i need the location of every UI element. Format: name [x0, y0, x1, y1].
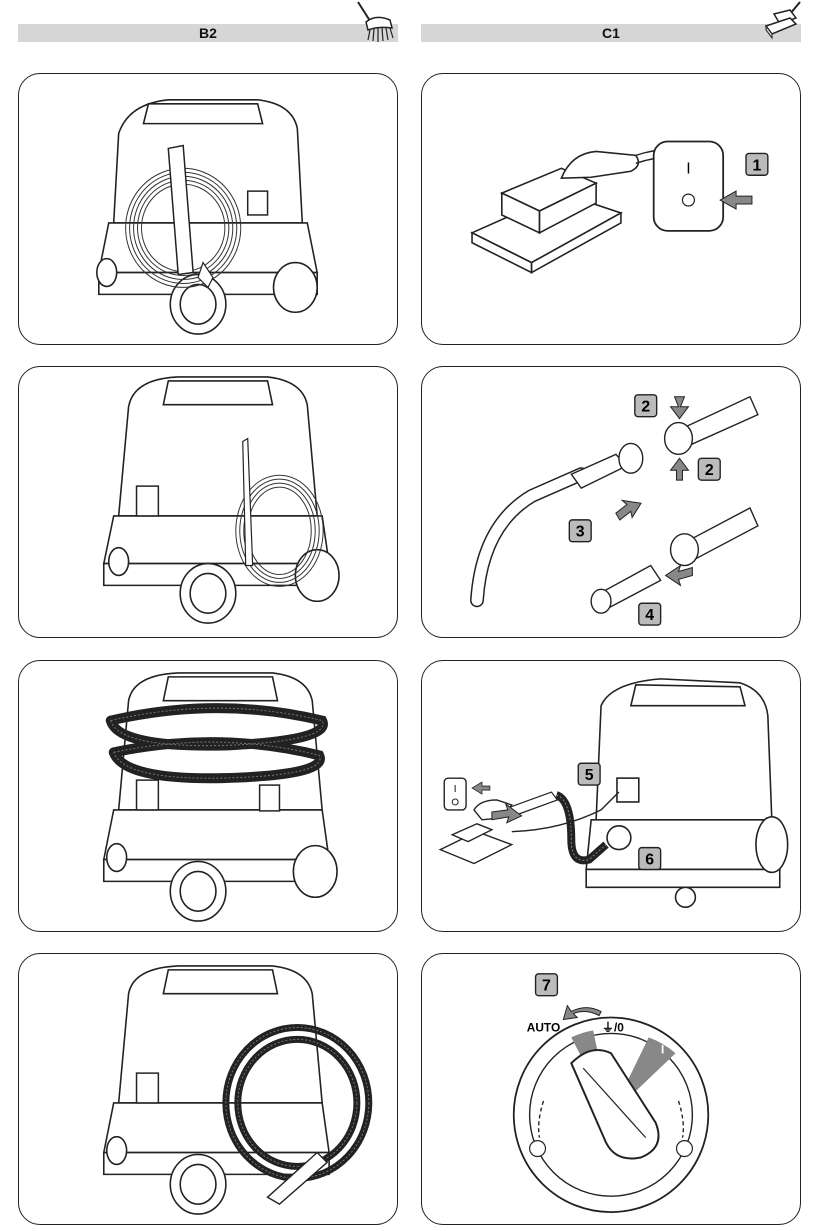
arrow-left-icon	[471, 781, 491, 795]
step-badge-1	[745, 152, 769, 176]
vacuum-socket	[616, 777, 640, 803]
arrow-left-icon	[719, 190, 753, 210]
step-number-1: 1	[752, 157, 761, 174]
selector-dial-illustration: AUTO ⏚/0 I 7	[512, 973, 710, 1213]
mode-label-power: ⏚/0	[602, 1020, 624, 1034]
brush-nozzle-icon	[357, 1, 394, 42]
arrow-push-icon	[664, 564, 693, 587]
sander-switch-illustration: I 1	[470, 140, 769, 274]
vacuum-hose-wrapped-illustration	[102, 672, 338, 922]
switch-on-mark: I	[686, 160, 690, 177]
step-number-4: 4	[645, 607, 654, 624]
b2-panel-cord-front	[18, 73, 398, 345]
step-badge-7	[534, 973, 559, 997]
switch-off-mark	[681, 193, 695, 207]
dial-knob[interactable]	[570, 1049, 660, 1160]
vacuum-cord-front-illustration	[96, 99, 319, 335]
step-badge-6	[638, 846, 662, 871]
hose-fittings-illustration: 2 2 3 4	[470, 394, 759, 626]
sander-icon	[764, 1, 801, 40]
mini-switch	[443, 777, 467, 811]
c1-panel-hose-fittings: 2 2 3 4	[421, 366, 801, 638]
arrow-up-icon	[669, 457, 690, 481]
section-header-b2: B2	[18, 24, 398, 42]
rotate-arrow-icon	[562, 1004, 602, 1021]
step-badge-5	[577, 762, 601, 786]
mini-switch-on-mark: I	[454, 784, 457, 795]
step-number-6: 6	[645, 851, 654, 868]
arrow-down-icon	[669, 396, 690, 420]
step-badge-4	[638, 602, 662, 626]
b2-panel-cord-side	[18, 366, 398, 638]
hose-port	[606, 824, 632, 851]
section-title-b2: B2	[199, 25, 217, 41]
section-title-c1: C1	[602, 25, 620, 41]
b2-panel-hose-wrapped	[18, 660, 398, 932]
step-number-7: 7	[542, 978, 551, 995]
c1-panel-switch-on: I 1	[421, 73, 801, 345]
vacuum-hose-side-illustration	[102, 965, 373, 1215]
cleaning-icon-left	[529, 1140, 547, 1158]
step-badge-3	[568, 519, 592, 543]
mode-label-auto: AUTO	[527, 1020, 561, 1034]
b2-panel-hose-side	[18, 953, 398, 1225]
vacuum-connect-illustration: I 5 6	[438, 678, 789, 908]
c1-panel-selector-dial: AUTO ⏚/0 I 7	[421, 953, 801, 1225]
power-switch	[652, 140, 725, 232]
step-number-3: 3	[576, 524, 585, 541]
step-number-2b: 2	[705, 462, 714, 479]
c1-panel-connect-tool: I 5 6	[421, 660, 801, 932]
arrow-pull-icon	[615, 499, 642, 521]
step-badge-2a	[634, 394, 658, 418]
section-header-c1: C1	[421, 24, 801, 42]
mini-switch-off-mark	[451, 798, 459, 806]
step-badge-2b	[697, 457, 721, 481]
step-number-2a: 2	[641, 399, 650, 416]
arrow-insert-icon	[491, 802, 523, 824]
step-number-5: 5	[585, 767, 594, 784]
mode-label-on: I	[661, 1042, 664, 1056]
cleaning-icon-right	[675, 1140, 693, 1158]
vacuum-cord-side-illustration	[102, 376, 340, 624]
